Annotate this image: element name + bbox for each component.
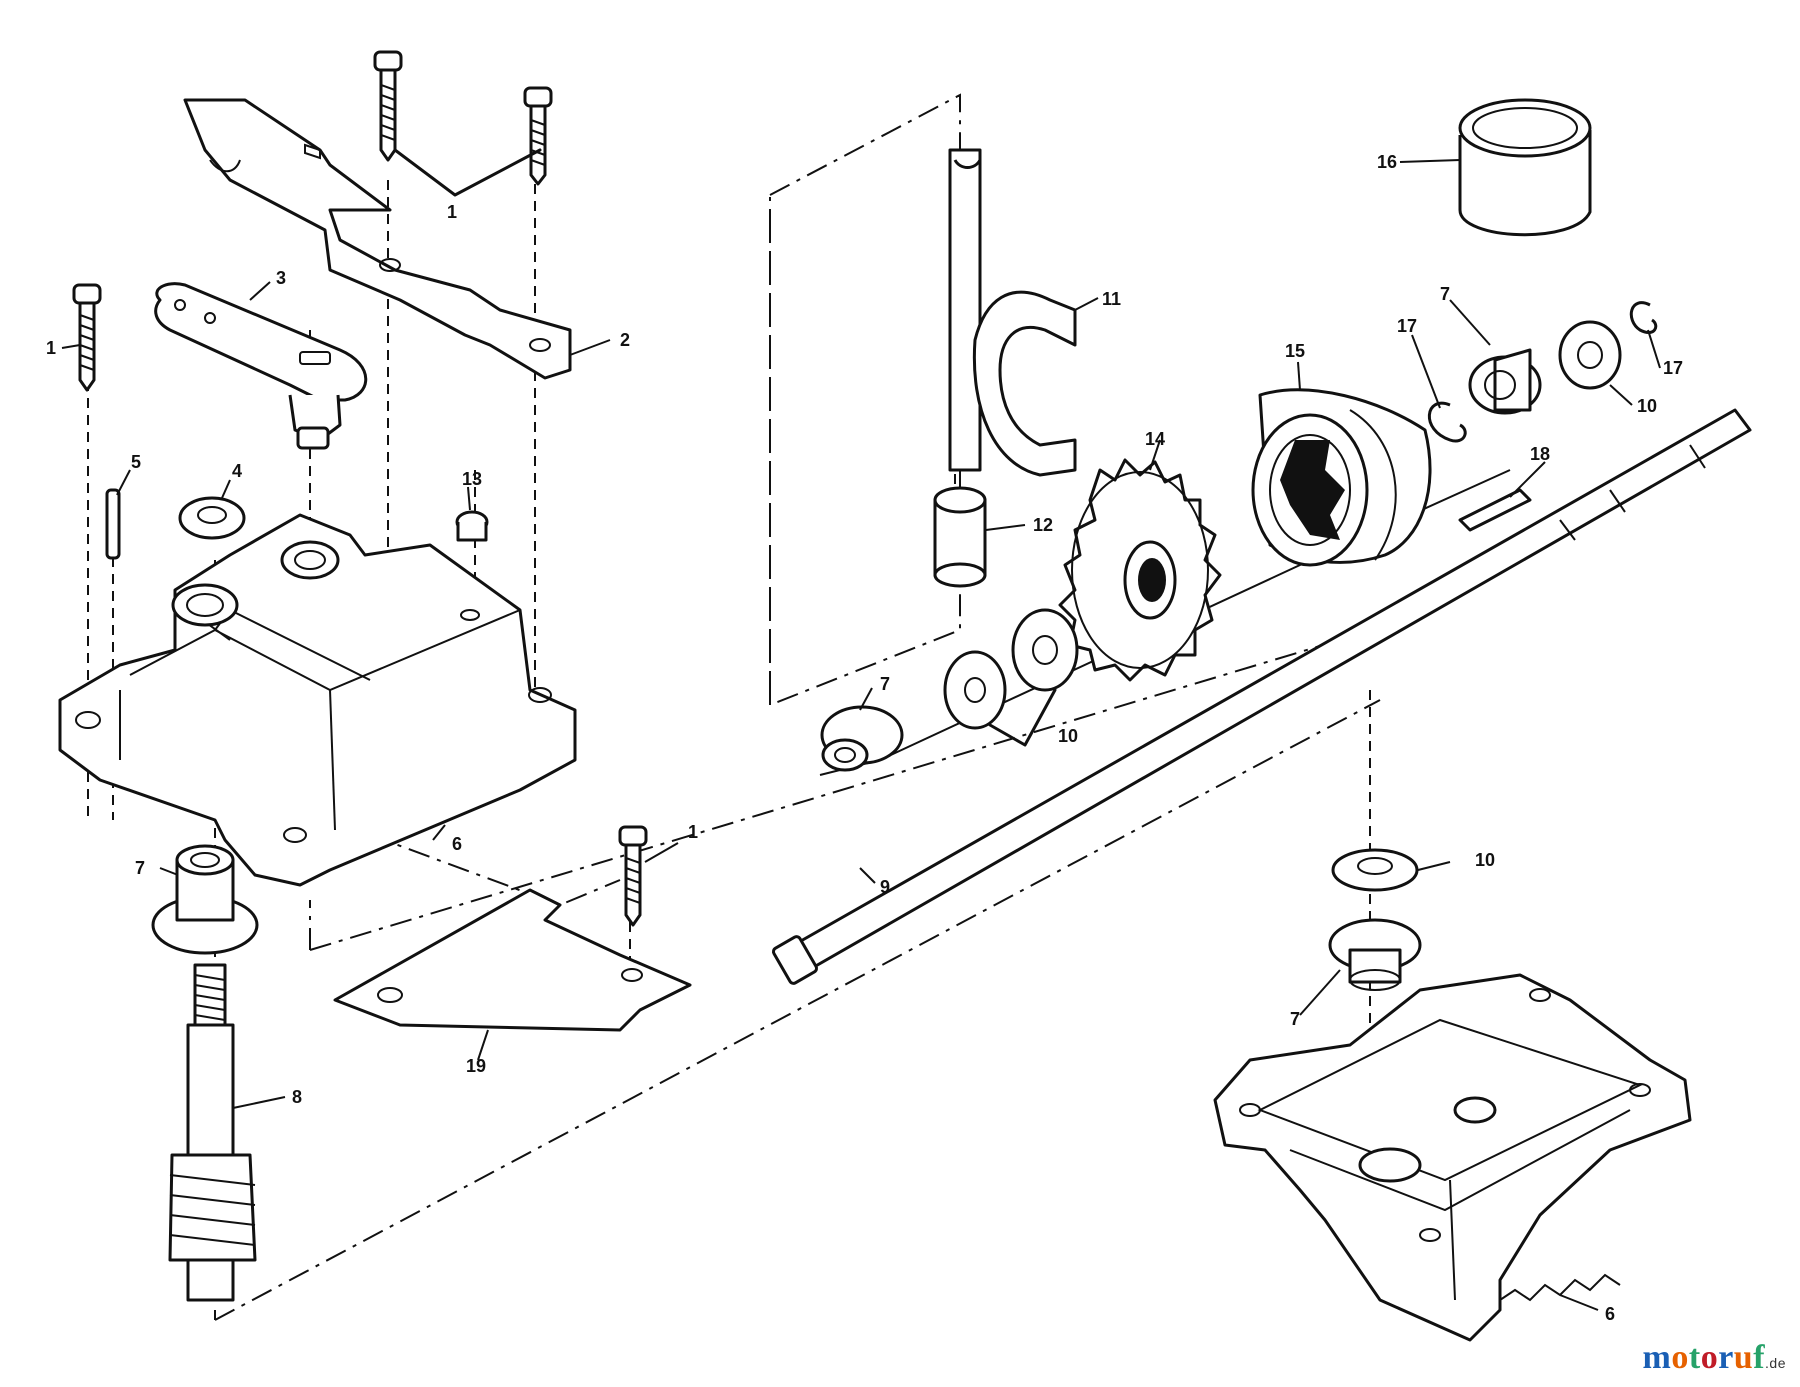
- callout-6-lower: 6: [1605, 1304, 1615, 1324]
- callout-8: 8: [292, 1087, 302, 1107]
- part-2-bracket: [183, 98, 572, 380]
- callout-17-right: 17: [1663, 358, 1683, 378]
- part-7-bushing-lower: [1328, 918, 1422, 991]
- callout-17-left: 17: [1397, 316, 1417, 336]
- callout-7-left: 7: [135, 858, 145, 878]
- part-1-screw-a: [373, 50, 403, 162]
- part-10-washer-lower: [1331, 848, 1419, 892]
- part-16-cylinder: [1458, 98, 1592, 237]
- part-12-bushing: [933, 486, 987, 588]
- callout-10-right: 10: [1637, 396, 1657, 416]
- watermark-tld: .de: [1765, 1355, 1786, 1371]
- callout-7-right: 7: [1440, 284, 1450, 304]
- part-17-clip-a: [1427, 401, 1467, 443]
- part-8-worm-shaft: [168, 963, 257, 1302]
- callout-18: 18: [1530, 444, 1550, 464]
- callout-15: 15: [1285, 341, 1305, 361]
- part-15-clutch: [1251, 388, 1432, 567]
- callout-14: 14: [1145, 429, 1165, 449]
- part-7-bushing-left: [151, 844, 259, 955]
- part-14-gear: [1058, 458, 1222, 682]
- part-13-plug: [455, 510, 489, 542]
- callout-1-lower: 1: [688, 822, 698, 842]
- callout-13: 13: [462, 469, 482, 489]
- callout-9: 9: [880, 877, 890, 897]
- callout-3: 3: [276, 268, 286, 288]
- callout-4: 4: [232, 461, 242, 481]
- part-10-washer-mid-a: [943, 650, 1007, 730]
- part-1-screw-d: [618, 825, 648, 927]
- callout-7-mid: 7: [880, 674, 890, 694]
- callout-11: 11: [1102, 289, 1121, 309]
- callout-1-left: 1: [46, 338, 56, 358]
- part-1-screw-b: [523, 86, 553, 186]
- part-7-bushing-mid: [820, 705, 904, 772]
- part-6-upper-housing: [58, 513, 577, 887]
- leader-lines: [61, 159, 1661, 1311]
- part-3-lever: [154, 282, 368, 450]
- part-18-key: [1458, 488, 1532, 532]
- part-5-pin: [105, 488, 121, 560]
- watermark-logo: motoruf.de: [1643, 1339, 1786, 1377]
- watermark-text: motoruf: [1642, 1339, 1766, 1376]
- callout-16: 16: [1377, 152, 1397, 172]
- part-10-washer-right: [1558, 320, 1622, 390]
- callout-2: 2: [620, 330, 630, 350]
- leader-10-mid: [988, 688, 1057, 747]
- part-1-screw-c: [72, 283, 102, 392]
- leader-1-top: [393, 148, 542, 197]
- part-17-clip-b: [1629, 301, 1658, 335]
- part-9-shaft: [771, 408, 1752, 985]
- callout-6-upper: 6: [452, 834, 462, 854]
- part-7-bushing-right: [1468, 348, 1542, 415]
- callout-10-mid: 10: [1058, 726, 1078, 746]
- part-19-plate: [333, 888, 692, 1032]
- callout-1-top: 1: [447, 202, 457, 222]
- part-4-washer: [178, 496, 246, 540]
- callout-19: 19: [466, 1056, 486, 1076]
- callout-7-lower: 7: [1290, 1009, 1300, 1029]
- callout-10-lower: 10: [1475, 850, 1495, 870]
- part-6-lower-housing: [1213, 973, 1692, 1342]
- callout-5: 5: [131, 452, 141, 472]
- part-11-shift-fork: [948, 148, 1077, 477]
- callout-labels: 1 1 1 2 3 4 5 6 6 7 7 7 7 8 9 10 10 10 1…: [46, 152, 1683, 1324]
- part-10-washer-mid-b: [1011, 608, 1079, 692]
- callout-12: 12: [1033, 515, 1053, 535]
